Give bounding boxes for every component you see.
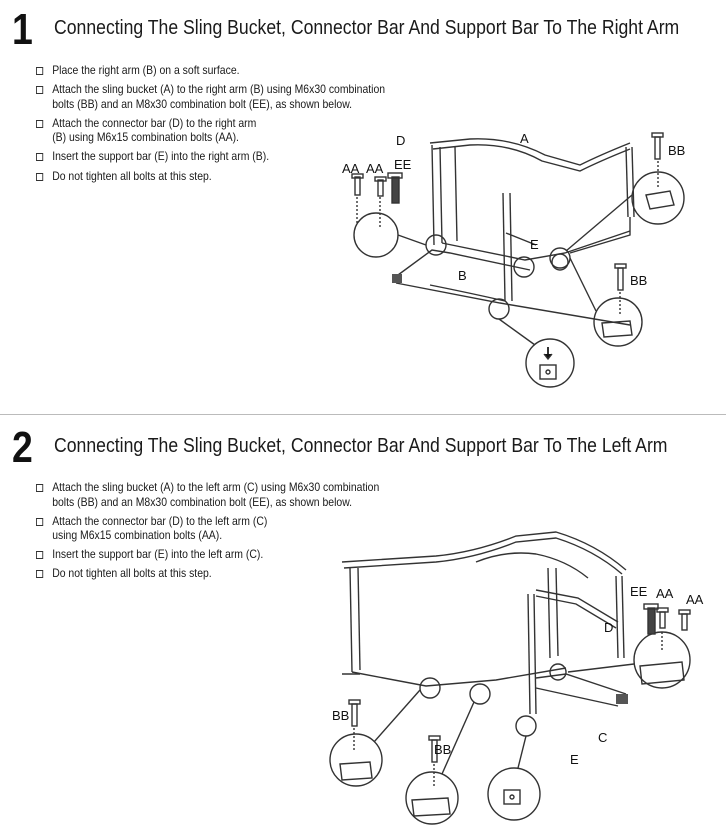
label-bb-1: BB <box>668 143 685 158</box>
list-item: Attach the sling bucket (A) to the left … <box>36 481 448 510</box>
label-b: B <box>458 268 467 283</box>
label-e: E <box>530 237 539 252</box>
label-d: D <box>604 620 613 635</box>
instruction-list: Place the right arm (B) on a soft surfac… <box>36 64 494 189</box>
step-title: Connecting The Sling Bucket, Connector B… <box>54 16 680 39</box>
label-bb-2: BB <box>630 273 647 288</box>
checkbox-icon <box>36 484 44 492</box>
checkbox-icon <box>36 119 44 128</box>
label-ee: EE <box>394 157 412 172</box>
checkbox-icon <box>36 570 44 579</box>
list-item: Attach the connector bar (D) to the righ… <box>36 117 448 146</box>
label-d: D <box>396 133 405 148</box>
label-a: A <box>520 131 529 146</box>
list-item: Place the right arm (B) on a soft surfac… <box>36 64 448 79</box>
step-number: 2 <box>12 423 33 472</box>
assembly-diagram-left-arm: D C E BB BB AA AA EE <box>329 531 704 825</box>
checkbox-icon <box>36 67 44 75</box>
instruction-list: Attach the sling bucket (A) to the left … <box>36 481 494 587</box>
checkbox-icon <box>36 153 44 162</box>
list-item: Insert the support bar (E) into the righ… <box>36 150 448 165</box>
step-number: 1 <box>12 5 33 54</box>
step-title: Connecting The Sling Bucket, Connector B… <box>54 434 668 457</box>
label-aa-2: AA <box>366 161 384 176</box>
list-item: Insert the support bar (E) into the left… <box>36 548 448 563</box>
list-item: Attach the connector bar (D) to the left… <box>36 515 448 544</box>
assembly-diagram-right-arm: D A E B BB BB AA AA EE <box>342 131 685 388</box>
label-e: E <box>570 752 579 767</box>
label-bb-2: BB <box>434 742 451 757</box>
label-aa-2: AA <box>686 592 704 607</box>
list-item: Attach the sling bucket (A) to the right… <box>36 83 448 112</box>
checkbox-icon <box>36 172 44 181</box>
label-c: C <box>598 730 607 745</box>
checkbox-icon <box>36 86 44 95</box>
checkbox-icon <box>36 517 44 526</box>
label-bb-1: BB <box>332 708 349 723</box>
list-item: Do not tighten all bolts at this step. <box>36 170 448 185</box>
checkbox-icon <box>36 551 44 560</box>
section-divider <box>0 414 726 415</box>
list-item: Do not tighten all bolts at this step. <box>36 567 448 582</box>
label-aa-1: AA <box>656 586 674 601</box>
label-aa-1: AA <box>342 161 360 176</box>
label-ee: EE <box>630 584 648 599</box>
